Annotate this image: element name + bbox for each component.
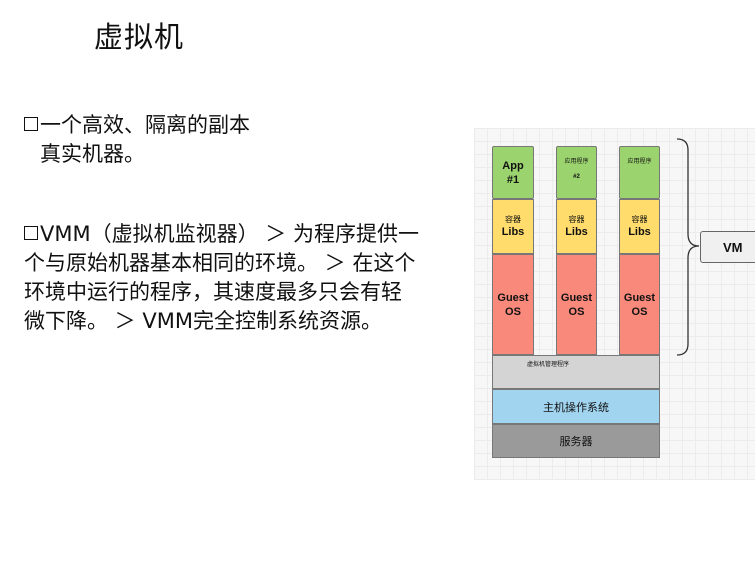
libs-box-1: 容器 Libs [492,199,534,254]
app-label: 应用程序 [627,159,652,165]
container-tag: 容器 [568,215,585,224]
host-os-label: 主机操作系统 [543,401,609,414]
container-tag: 容器 [505,215,521,224]
vm-brace-icon [676,138,700,356]
libs-box-2: 容器 Libs [556,199,597,254]
guest-os-label: Guest OS [497,291,529,318]
app-label: 应用程序 [564,159,589,165]
guest-os-box-1: Guest OS [492,254,534,355]
slide-title: 虚拟机 [94,20,185,54]
bullet-icon [24,226,38,240]
app-sub-label: #2 [573,174,580,180]
hypervisor-layer: 虚拟机管理程序 [492,355,660,389]
guest-os-box-2: Guest OS [556,254,597,355]
paragraph2-line: 个与原始机器基本相同的环境。 ＞ 在这个 [24,251,416,275]
libs-box-3: 容器 Libs [619,199,660,254]
libs-label: Libs [628,226,651,238]
app-box-2: 应用程序 #2 [556,146,597,199]
paragraph1-line1: 一个高效、隔离的副本 [40,113,250,137]
guest-os-label: Guest OS [623,291,656,318]
paragraph-vmm: VMM（虚拟机监视器） ＞ 为程序提供一 个与原始机器基本相同的环境。 ＞ 在这… [24,220,474,336]
vm-label: VM [700,231,755,263]
server-layer: 服务器 [492,424,660,458]
app-label: App #1 [502,159,524,186]
libs-label: Libs [501,226,525,238]
paragraph2-line: 环境中运行的程序，其速度最多只会有轻 [24,280,402,304]
paragraph2-line: 微下降。 ＞ VMM完全控制系统资源。 [24,309,382,333]
host-os-layer: 主机操作系统 [492,389,660,424]
app-box-1: App #1 [492,146,534,199]
paragraph-isolation: 一个高效、隔离的副本 真实机器。 [24,111,474,169]
server-label: 服务器 [559,436,593,448]
app-box-3: 应用程序 [619,146,660,199]
libs-label: Libs [565,226,588,238]
hypervisor-label: 虚拟机管理程序 [527,362,570,368]
paragraph2-line: VMM（虚拟机监视器） ＞ 为程序提供一 [40,222,419,246]
guest-os-box-3: Guest OS [619,254,660,355]
paragraph1-line2: 真实机器。 [40,142,145,166]
container-tag: 容器 [631,215,648,224]
bullet-icon [24,117,38,131]
guest-os-label: Guest OS [560,291,593,318]
